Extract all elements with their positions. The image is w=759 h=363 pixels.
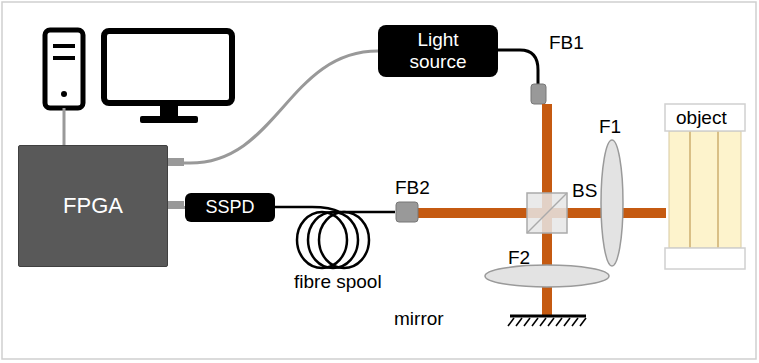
fpga-box: FPGA: [18, 145, 168, 267]
fibre-coupler: [531, 84, 546, 104]
frame: [2, 2, 756, 359]
part-label: F1: [599, 117, 621, 138]
part-label: mirror: [394, 309, 444, 330]
part-label: F2: [508, 248, 530, 269]
lens: [601, 140, 623, 266]
fibre: [497, 50, 538, 86]
fibre-spool: [275, 207, 395, 268]
box-text: FPGA: [63, 193, 123, 218]
computer-icon: [45, 30, 232, 145]
cable: [168, 206, 185, 209]
part-label: fibre spool: [294, 272, 382, 293]
box-text: Light source: [398, 29, 478, 73]
fibre-coupler: [396, 202, 418, 222]
part-label: FB1: [549, 33, 584, 54]
lens: [485, 265, 609, 287]
box-text: SSPD: [205, 197, 254, 218]
detector-box: SSPD: [185, 193, 275, 222]
cable: [168, 51, 378, 163]
port: [166, 201, 184, 209]
part-label: BS: [572, 181, 597, 202]
object-sample: [665, 104, 745, 269]
beam-splitter: [527, 193, 567, 233]
mirror-symbol: [508, 316, 586, 326]
source-box: Light source: [378, 25, 498, 77]
part-label: FB2: [395, 178, 430, 199]
part-label: object: [676, 108, 727, 129]
